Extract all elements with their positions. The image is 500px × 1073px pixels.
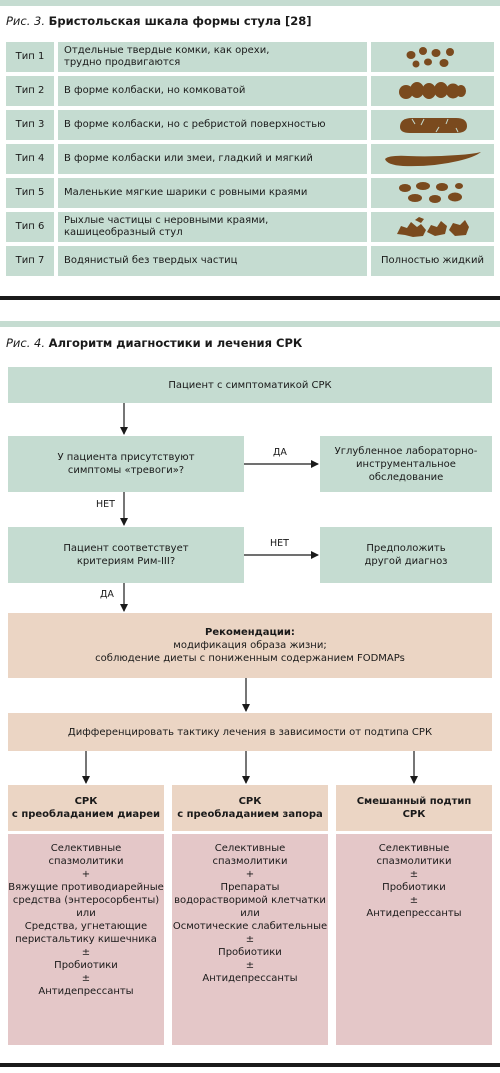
- image-cell: [371, 76, 494, 106]
- table-row: Тип 7 Водянистый без твердых частиц Полн…: [6, 246, 494, 276]
- image-cell: Полностью жидкий: [371, 246, 494, 276]
- table-row: Тип 2 В форме колбаски, но комковатой: [6, 76, 494, 106]
- description-cell: Рыхлые частицы с неровными краями,кашице…: [58, 212, 367, 242]
- fig3-label: Рис. 3.: [6, 14, 46, 28]
- section-rule: [0, 321, 500, 327]
- image-cell: [371, 212, 494, 242]
- no-label: НЕТ: [96, 499, 115, 510]
- type-cell: Тип 6: [6, 212, 54, 242]
- description-cell: Маленькие мягкие шарики с ровными краями: [58, 178, 367, 208]
- section-divider: [0, 296, 500, 300]
- lumpy-sausage-icon: [398, 82, 466, 99]
- description-cell: Отдельные твердые комки, как орехи,трудн…: [58, 42, 367, 72]
- description-cell: В форме колбаски, но с ребристой поверхн…: [58, 110, 367, 140]
- bottom-divider: [0, 1063, 500, 1067]
- yes-label: ДА: [273, 447, 287, 458]
- type-cell: Тип 7: [6, 246, 54, 276]
- fig4-title: Алгоритм диагностики и лечения СРК: [48, 336, 303, 350]
- description-cell: Водянистый без твердых частиц: [58, 246, 367, 276]
- table-row: Тип 3 В форме колбаски, но с ребристой п…: [6, 110, 494, 140]
- exam-box: Углубленное лабораторно-инструментальное…: [320, 436, 492, 492]
- yes-label: ДА: [100, 589, 114, 600]
- separate-lumps-icon: [406, 47, 454, 68]
- no-label: НЕТ: [270, 538, 289, 549]
- recommendations-box: Рекомендации: модификация образа жизни; …: [8, 613, 492, 678]
- smooth-snake-icon: [384, 152, 481, 167]
- type-cell: Тип 3: [6, 110, 54, 140]
- top-rule: [0, 0, 500, 6]
- fig3-caption: Рис. 3. Бристольская шкала формы стула […: [6, 14, 312, 28]
- patient-box: Пациент с симптоматикой СРК: [8, 367, 492, 403]
- type-cell: Тип 2: [6, 76, 54, 106]
- image-cell: [371, 178, 494, 208]
- soft-blobs-icon: [398, 182, 463, 203]
- fig4-caption: Рис. 4. Алгоритм диагностики и лечения С…: [6, 336, 302, 350]
- table-row: Тип 1 Отдельные твердые комки, как орехи…: [6, 42, 494, 72]
- mushy-pieces-icon: [396, 217, 469, 237]
- fig4-label: Рис. 4.: [6, 336, 46, 350]
- differentiate-box: Дифференцировать тактику лечения в завис…: [8, 713, 492, 751]
- table-row: Тип 5 Маленькие мягкие шарики с ровными …: [6, 178, 494, 208]
- fig3-title: Бристольская шкала формы стула [28]: [48, 14, 312, 28]
- type-cell: Тип 4: [6, 144, 54, 174]
- type-cell: Тип 5: [6, 178, 54, 208]
- recommendations-title: Рекомендации:: [205, 627, 295, 638]
- image-cell: [371, 110, 494, 140]
- table-row: Тип 4 В форме колбаски или змеи, гладкий…: [6, 144, 494, 174]
- type-cell: Тип 1: [6, 42, 54, 72]
- table-row: Тип 6 Рыхлые частицы с неровными краями,…: [6, 212, 494, 242]
- cracked-sausage-icon: [399, 118, 467, 133]
- description-cell: В форме колбаски, но комковатой: [58, 76, 367, 106]
- description-cell: В форме колбаски или змеи, гладкий и мяг…: [58, 144, 367, 174]
- image-cell: [371, 42, 494, 72]
- image-cell: [371, 144, 494, 174]
